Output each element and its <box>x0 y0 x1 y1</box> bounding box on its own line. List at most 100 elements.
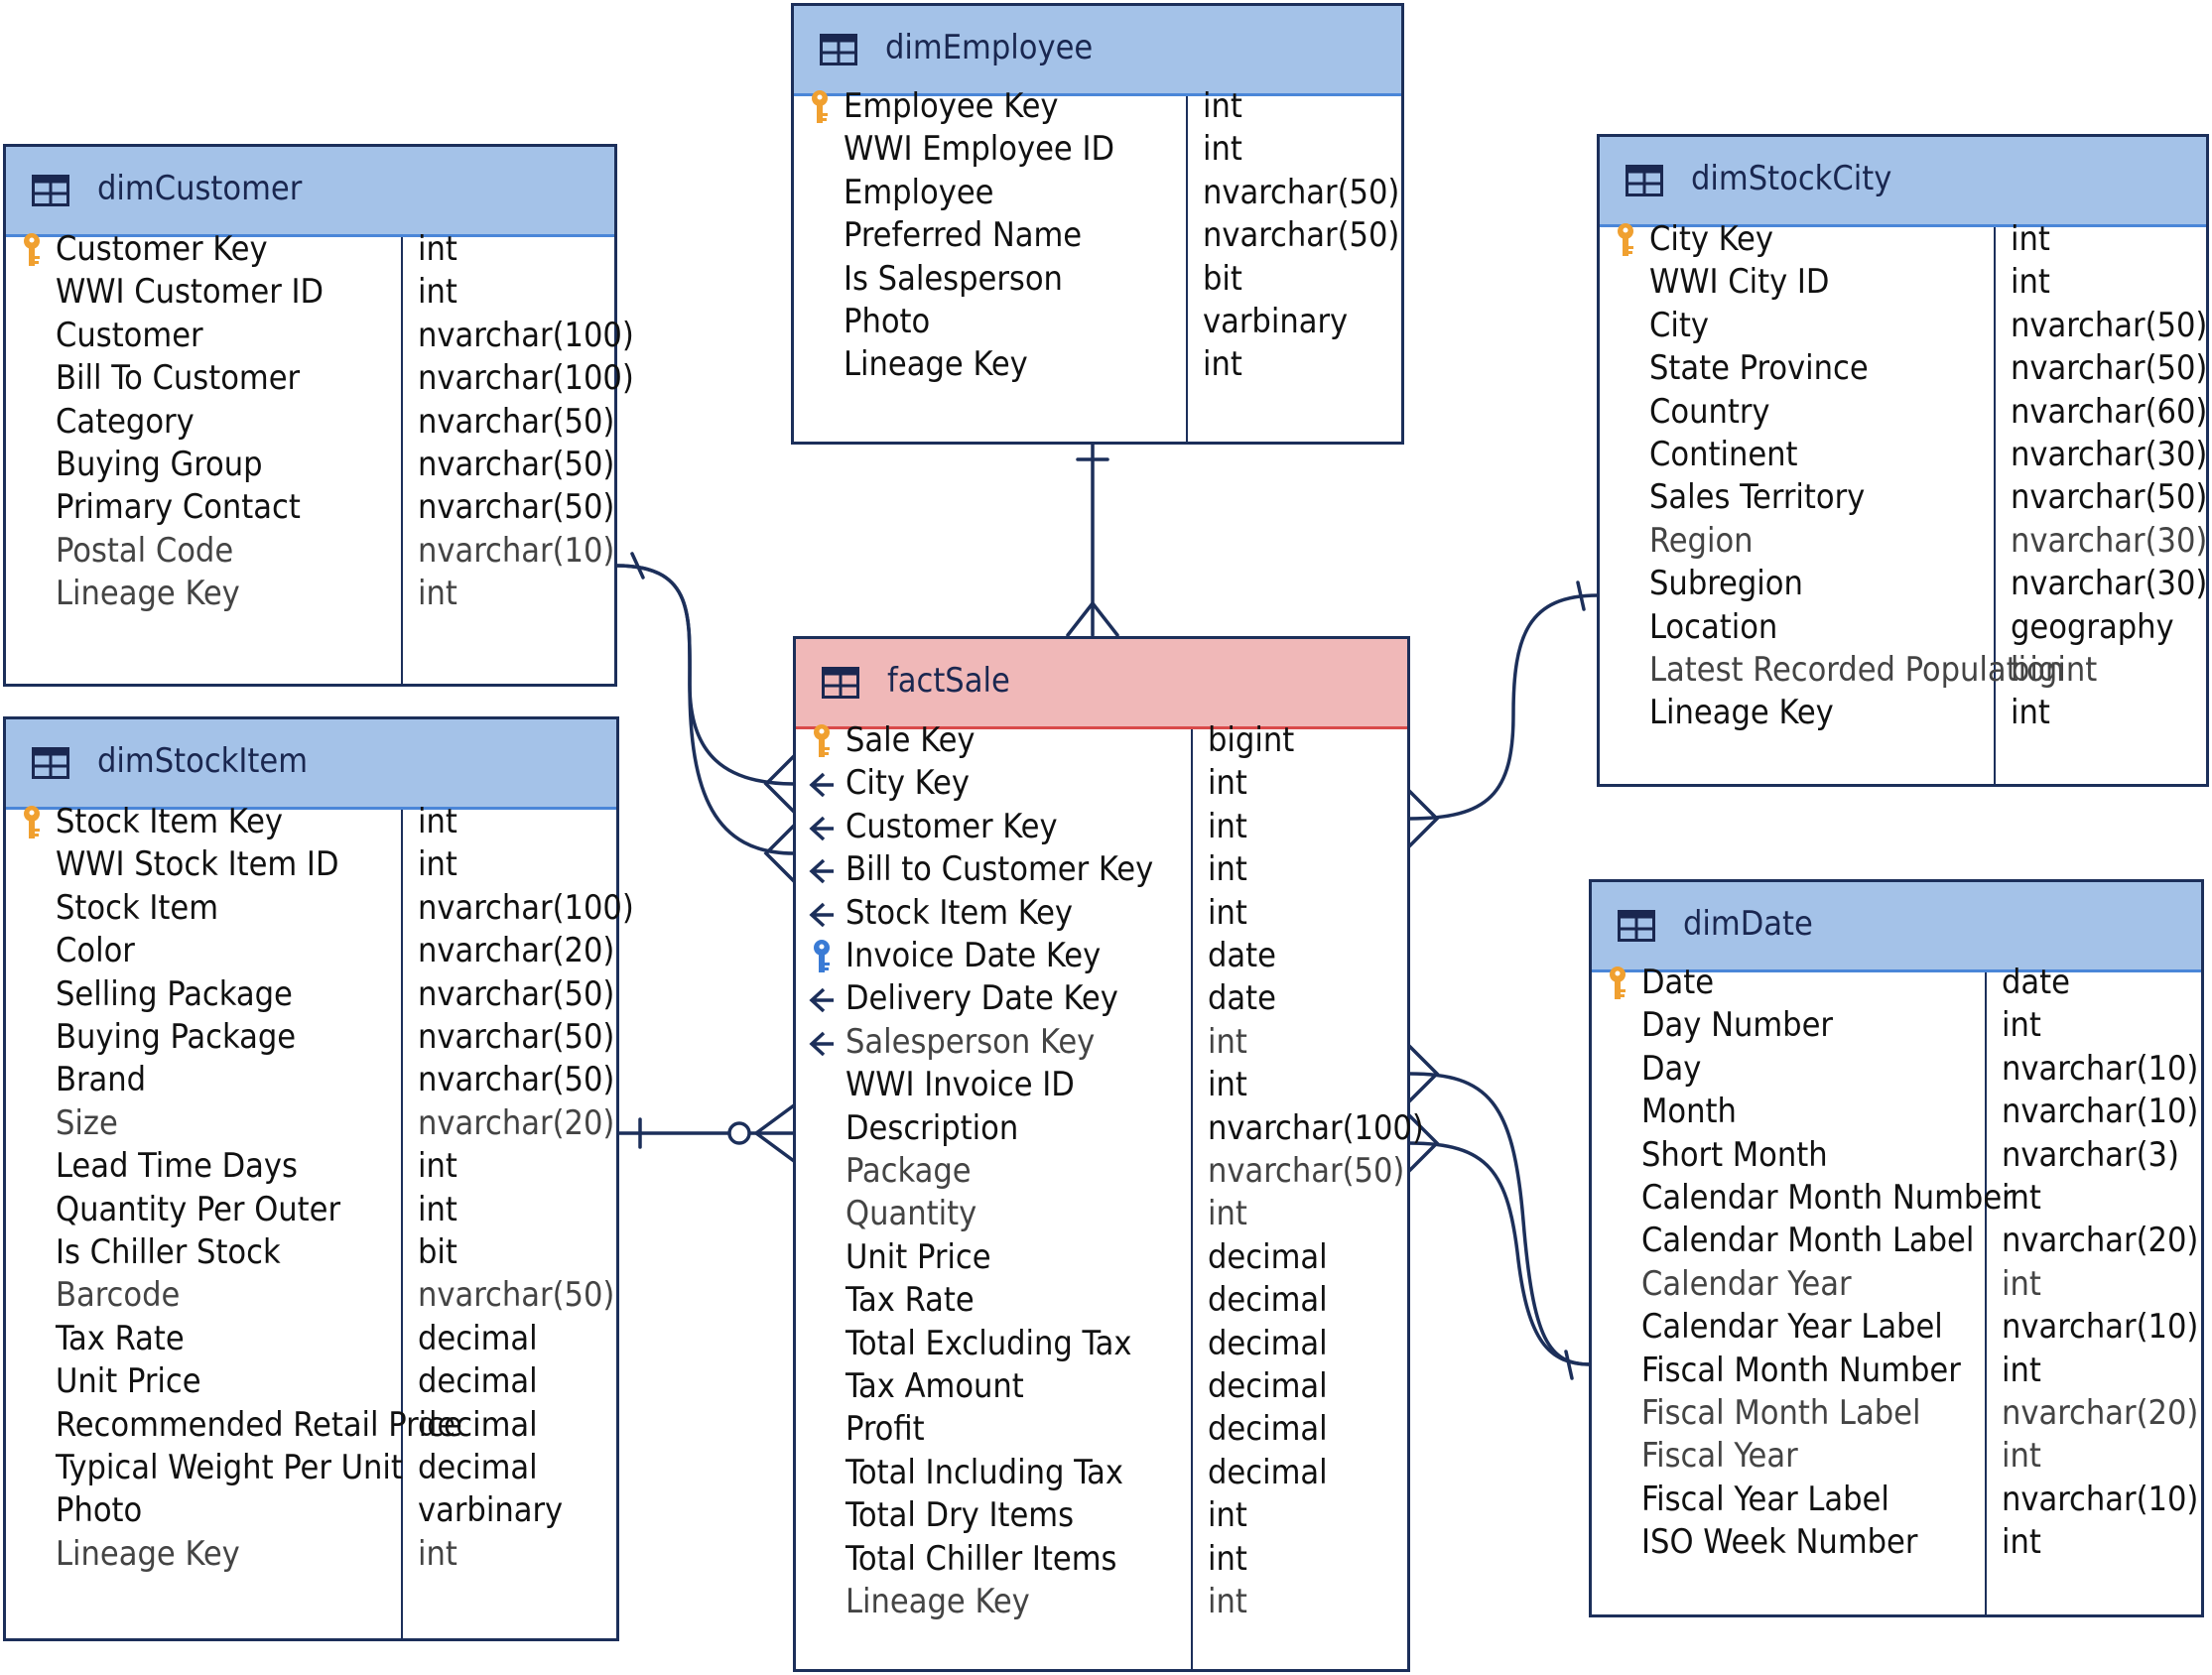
field-type: date <box>2002 963 2070 1002</box>
table-header[interactable]: factSale <box>796 639 1407 729</box>
field-name: Subregion <box>1649 564 1803 604</box>
field-type: nvarchar(50) <box>1208 1151 1405 1191</box>
field-name: Invoice Date Key <box>846 936 1102 975</box>
table-header[interactable]: dimStockItem <box>6 719 616 810</box>
table-header[interactable]: dimStockCity <box>1600 137 2206 227</box>
field-name: Package <box>846 1151 972 1191</box>
table-header[interactable]: dimEmployee <box>794 6 1401 96</box>
table-header[interactable]: dimDate <box>1592 882 2201 972</box>
table-header[interactable]: dimCustomer <box>6 147 614 237</box>
field-type: nvarchar(30) <box>2011 520 2208 561</box>
field-type: nvarchar(10) <box>2002 1307 2199 1348</box>
field-row[interactable]: Package nvarchar(50) <box>796 1150 1407 1193</box>
